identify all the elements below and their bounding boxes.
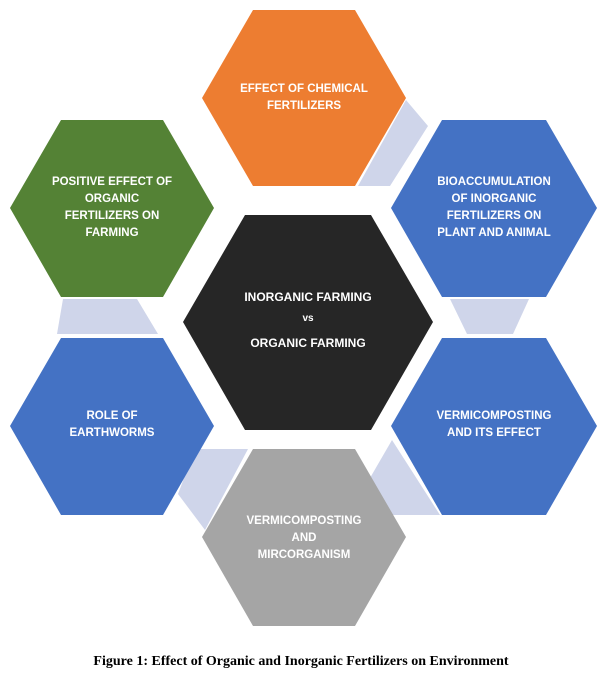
label-bottom: VERMICOMPOSTING AND MIRCORGANISM — [246, 514, 362, 561]
hexagon-bottom-right — [391, 338, 597, 515]
hexagon-bottom-left — [10, 338, 214, 515]
hexagon-center — [183, 215, 433, 430]
connector-top-topright — [358, 100, 428, 186]
center-line-1: INORGANIC FARMING — [244, 290, 372, 304]
figure-caption: Figure 1: Effect of Organic and Inorgani… — [93, 654, 509, 669]
label-bottom-right: VERMICOMPOSTING AND ITS EFFECT — [436, 410, 552, 439]
center-line-2: vs — [302, 313, 314, 324]
label-bottom-left: ROLE OF EARTHWORMS — [69, 410, 155, 439]
hexagon-top-right — [391, 120, 597, 297]
label-top-right: BIOACCUMULATION OF INORGANIC FERTILIZERS… — [437, 176, 551, 239]
label-center: INORGANIC FARMING vs ORGANIC FARMING — [183, 290, 433, 350]
hexagon-top-left — [10, 120, 214, 297]
hexagon-top — [202, 10, 406, 186]
connector-topleft-bottomleft — [57, 299, 158, 334]
label-top: EFFECT OF CHEMICAL FERTILIZERS — [240, 83, 368, 112]
hexagon-bottom — [202, 449, 406, 626]
connector-topright-bottomright — [450, 299, 529, 334]
connector-bottomleft-bottom — [178, 449, 248, 530]
label-top-left: POSITIVE EFFECT OF ORGANIC FERTILIZERS O… — [51, 176, 173, 239]
connector-bottom-bottomright — [370, 440, 440, 515]
center-line-3: ORGANIC FARMING — [250, 336, 366, 350]
